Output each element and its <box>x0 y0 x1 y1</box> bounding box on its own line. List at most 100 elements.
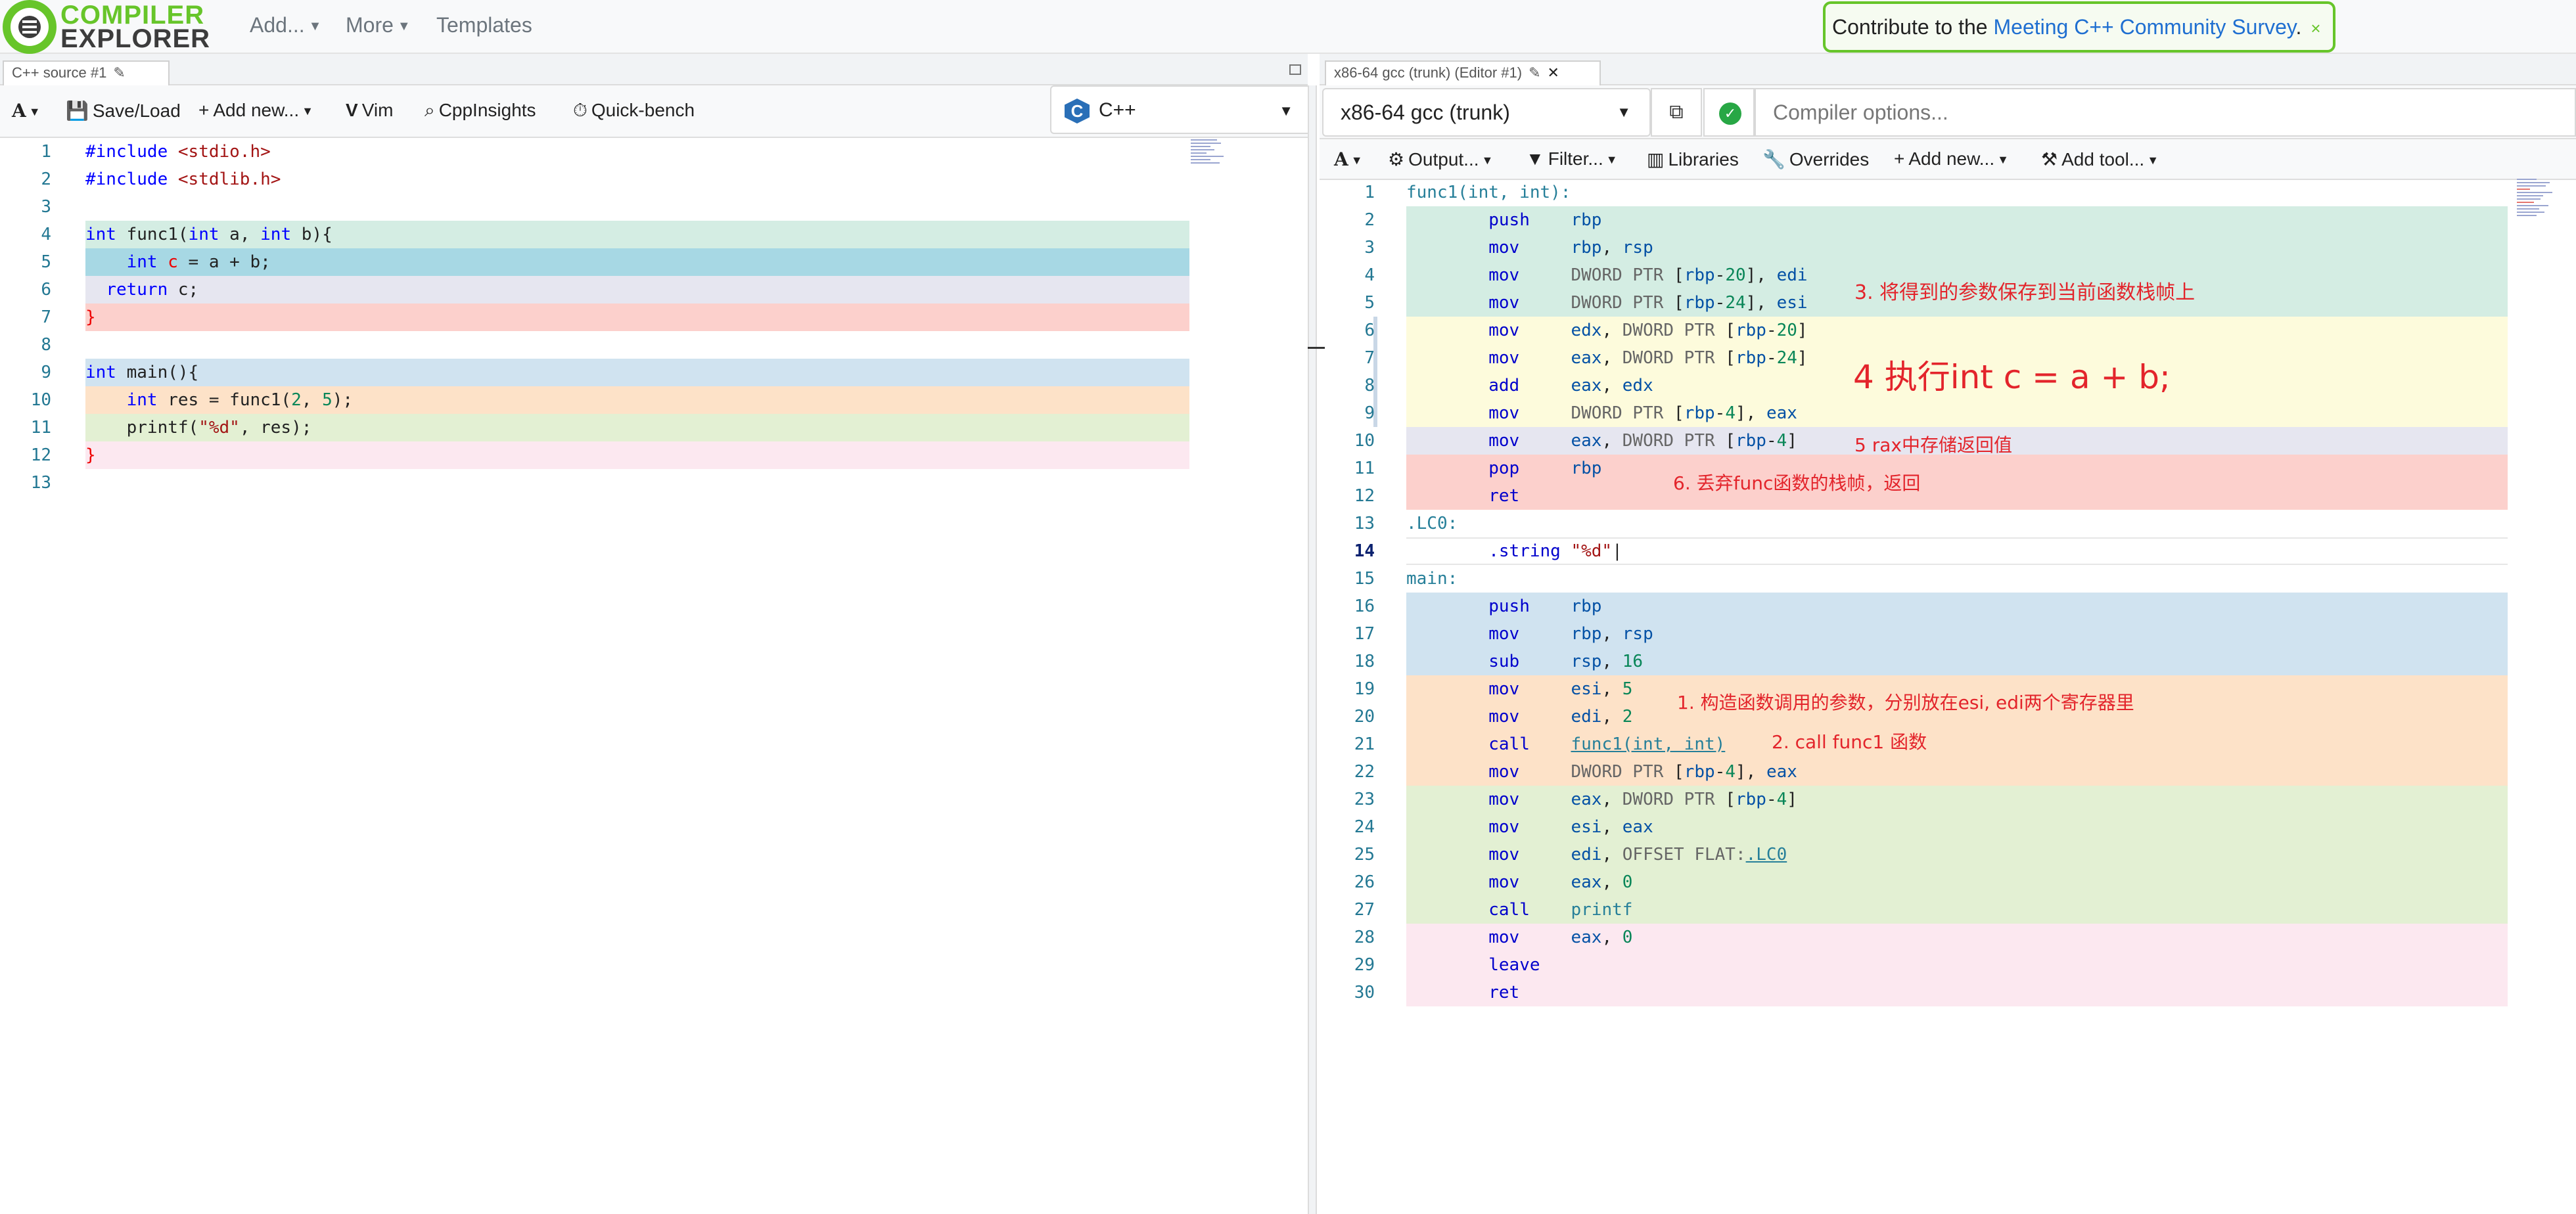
assembly-code-line[interactable]: 30 ret <box>1320 979 2509 1006</box>
source-code-line[interactable]: 1#include <stdio.h> <box>0 138 1189 166</box>
chevron-down-icon: ▼ <box>28 105 41 119</box>
assembly-code-line[interactable]: 11 pop rbp <box>1320 455 2509 482</box>
close-icon[interactable]: × <box>2311 18 2321 38</box>
assembly-code-line[interactable]: 27 call printf <box>1320 896 2509 924</box>
assembly-code-line[interactable]: 25 mov edi, OFFSET FLAT:.LC0 <box>1320 841 2509 868</box>
assembly-minimap[interactable] <box>2517 179 2569 258</box>
source-code-line[interactable]: 10 int res = func1(2, 5); <box>0 386 1189 414</box>
compiler-select[interactable]: x86-64 gcc (trunk) ▼ <box>1322 88 1651 137</box>
line-number: 22 <box>1354 762 1375 782</box>
assembly-code-line[interactable]: 10 mov eax, DWORD PTR [rbp-4] <box>1320 427 2509 455</box>
compile-status-button[interactable]: ✓ <box>1703 88 1755 137</box>
assembly-code-line[interactable]: 29 leave <box>1320 951 2509 979</box>
compiler-options-input[interactable]: Compiler options... <box>1755 88 2576 137</box>
source-code-line[interactable]: 7} <box>0 304 1189 331</box>
pencil-icon[interactable]: ✎ <box>113 64 126 81</box>
assembly-code-line[interactable]: 2 push rbp <box>1320 206 2509 234</box>
assembly-code-line[interactable]: 3 mov rbp, rsp <box>1320 234 2509 261</box>
assembly-code-line[interactable]: 28 mov eax, 0 <box>1320 924 2509 951</box>
filter-menu-button[interactable]: ▼Filter...▼ <box>1526 148 1618 169</box>
assembly-code-line[interactable]: 13.LC0: <box>1320 510 2509 537</box>
assembly-code-line[interactable]: 5 mov DWORD PTR [rbp-24], esi <box>1320 289 2509 317</box>
assembly-code-line[interactable]: 26 mov eax, 0 <box>1320 868 2509 896</box>
line-number: 16 <box>1354 596 1375 616</box>
add-tool-button[interactable]: ⚒Add tool...▼ <box>2041 149 2159 169</box>
pane-splitter[interactable] <box>1308 85 1325 1214</box>
add-new-button[interactable]: +Add new...▼ <box>198 100 313 120</box>
assembly-code-line[interactable]: 17 mov rbp, rsp <box>1320 620 2509 648</box>
gutter-marker <box>1373 399 1377 427</box>
assembly-code-line[interactable]: 19 mov esi, 5 <box>1320 675 2509 703</box>
nav-templates-link[interactable]: Templates <box>436 13 532 37</box>
filter-icon: ▼ <box>1526 148 1544 169</box>
language-select[interactable]: C C++ ▼ <box>1050 85 1313 134</box>
assembly-code-line[interactable]: 12 ret <box>1320 482 2509 510</box>
gutter-marker <box>1373 372 1377 399</box>
source-code-line[interactable]: 13 <box>0 469 1189 497</box>
assembly-code-text: mov edi, OFFSET FLAT:.LC0 <box>1488 845 1787 865</box>
compiler-explorer-logo[interactable]: COMPILER EXPLORER <box>3 0 210 54</box>
stopwatch-icon: ⏱ <box>573 100 587 120</box>
assembly-code-line[interactable]: 7 mov eax, DWORD PTR [rbp-24] <box>1320 344 2509 372</box>
nav-add-menu[interactable]: Add...▼ <box>250 13 322 37</box>
overrides-button[interactable]: 🔧Overrides <box>1762 149 1870 169</box>
source-code-line[interactable]: 6 return c; <box>0 276 1189 304</box>
logo-gear-icon <box>3 0 57 54</box>
chevron-down-icon: ▼ <box>1279 102 1293 119</box>
assembly-code-line[interactable]: 9 mov DWORD PTR [rbp-4], eax <box>1320 399 2509 427</box>
assembly-code-text: leave <box>1488 955 1540 975</box>
annotation-note-3: 3. 将得到的参数保存到当前函数栈帧上 <box>1854 281 2196 304</box>
source-line-highlight <box>85 441 1189 469</box>
assembly-code-line[interactable]: 8 add eax, edx <box>1320 372 2509 399</box>
source-code-line[interactable]: 2#include <stdlib.h> <box>0 166 1189 193</box>
save-load-button[interactable]: 💾Save/Load <box>66 101 181 121</box>
assembly-code-text: mov eax, 0 <box>1488 928 1633 947</box>
source-code-line[interactable]: 5 int c = a + b; <box>0 248 1189 276</box>
assembly-code-line[interactable]: 4 mov DWORD PTR [rbp-20], edi <box>1320 261 2509 289</box>
chevron-down-icon: ▼ <box>397 19 411 34</box>
pencil-icon[interactable]: ✎ <box>1529 64 1541 81</box>
assembly-code-line[interactable]: 24 mov esi, eax <box>1320 813 2509 841</box>
assembly-code-line[interactable]: 23 mov eax, DWORD PTR [rbp-4] <box>1320 786 2509 813</box>
line-number: 19 <box>1354 679 1375 699</box>
assembly-code-line[interactable]: 6 mov edx, DWORD PTR [rbp-20] <box>1320 317 2509 344</box>
source-code-line[interactable]: 8 <box>0 331 1189 359</box>
maximize-icon[interactable] <box>1289 64 1301 75</box>
tab-compiler-output[interactable]: x86-64 gcc (trunk) (Editor #1)✎✕ <box>1325 60 1601 85</box>
output-menu-button[interactable]: ⚙Output...▼ <box>1388 149 1494 169</box>
close-icon[interactable]: ✕ <box>1547 64 1559 81</box>
assembly-code-line[interactable]: 20 mov edi, 2 <box>1320 703 2509 731</box>
source-minimap[interactable] <box>1191 139 1230 172</box>
font-size-button[interactable]: A▼ <box>1334 148 1363 170</box>
font-size-button[interactable]: A▼ <box>12 100 41 122</box>
source-line-highlight <box>85 276 1189 304</box>
assembly-code-text: sub rsp, 16 <box>1488 652 1644 671</box>
source-code-line[interactable]: 3 <box>0 193 1189 221</box>
assembly-code-line[interactable]: 16 push rbp <box>1320 593 2509 620</box>
source-code-line[interactable]: 11 printf("%d", res); <box>0 414 1189 441</box>
assembly-code-line[interactable]: 22 mov DWORD PTR [rbp-4], eax <box>1320 758 2509 786</box>
libraries-button[interactable]: ▥Libraries <box>1647 149 1739 169</box>
assembly-code-line[interactable]: 21 call func1(int, int) <box>1320 731 2509 758</box>
source-line-highlight <box>85 386 1189 414</box>
line-number: 9 <box>41 363 51 382</box>
external-link-icon[interactable]: ⧉ <box>1651 88 1702 137</box>
tab-cpp-source[interactable]: C++ source #1✎ <box>3 60 170 85</box>
source-code-line[interactable]: 12} <box>0 441 1189 469</box>
assembly-code-line[interactable]: 18 sub rsp, 16 <box>1320 648 2509 675</box>
assembly-code-text: mov DWORD PTR [rbp-24], esi <box>1488 293 1808 313</box>
assembly-code-text: .string "%d"| <box>1488 541 1622 561</box>
cppinsights-button[interactable]: ⌕CppInsights <box>425 100 536 120</box>
add-new-button[interactable]: +Add new...▼ <box>1894 148 2009 169</box>
assembly-code-line[interactable]: 14 .string "%d"| <box>1320 537 2509 565</box>
nav-more-menu[interactable]: More▼ <box>346 13 411 37</box>
assembly-line-highlight <box>1406 813 2508 841</box>
line-number: 1 <box>1364 183 1375 202</box>
quickbench-button[interactable]: ⏱Quick-bench <box>573 100 695 120</box>
survey-link[interactable]: Meeting C++ Community Survey <box>1993 15 2296 39</box>
